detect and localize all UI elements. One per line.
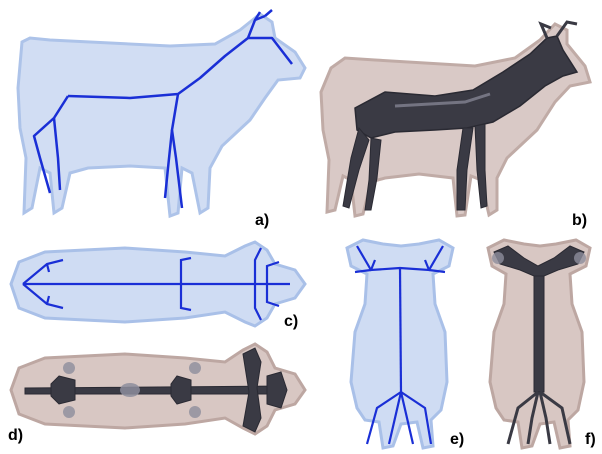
joint-marker — [189, 406, 201, 418]
panel-e-graphic — [335, 232, 465, 450]
panel-label-d: d) — [8, 427, 23, 445]
panel-b-cow-side-surface — [315, 10, 595, 235]
panel-label-e: e) — [450, 431, 464, 449]
panel-d-graphic — [5, 340, 310, 440]
cow-side-volume — [18, 14, 305, 216]
joint-marker — [492, 252, 504, 264]
panel-d-cow-top-surface — [5, 340, 310, 440]
joint-marker — [574, 252, 586, 264]
panel-e-cow-front-skeleton — [335, 232, 465, 450]
panel-label-a: a) — [255, 212, 269, 230]
panel-c-graphic — [5, 236, 310, 336]
joint-marker — [63, 406, 75, 418]
medial-surface-highlight — [120, 383, 140, 397]
panel-a-graphic — [10, 8, 310, 233]
panel-a-cow-side-skeleton — [10, 8, 310, 233]
joint-marker — [63, 362, 75, 374]
joint-marker — [189, 362, 201, 374]
panel-label-b: b) — [572, 212, 587, 230]
panel-f-cow-front-surface — [478, 232, 600, 450]
panel-b-graphic — [315, 10, 595, 235]
panel-label-c: c) — [284, 313, 298, 331]
panel-label-f: f) — [585, 431, 596, 449]
panel-c-cow-top-skeleton — [5, 236, 310, 336]
panel-f-graphic — [478, 232, 600, 450]
